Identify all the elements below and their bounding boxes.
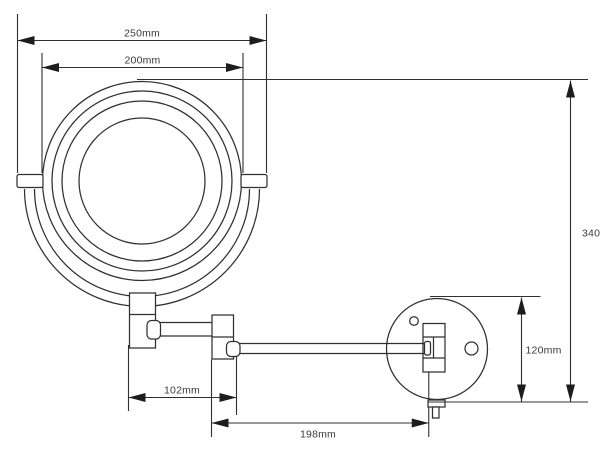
pivot-block-left (16, 173, 44, 189)
inner-arm-pivot-cap (146, 319, 162, 340)
dim-250-right-arrowhead (249, 36, 267, 45)
mirror-glass-circle (78, 117, 206, 245)
pull-switch (427, 399, 446, 419)
dim-120-bottom-arrowhead (517, 384, 526, 402)
dim-200-label: 200mm (124, 55, 160, 67)
dimension-200mm: 200mm (41, 53, 244, 173)
mirror-rim-circle (51, 90, 233, 272)
dim-250-left-arrowhead (17, 36, 35, 45)
swivel-arm-assembly (128, 292, 489, 401)
dimension-340: 340 (428, 80, 600, 403)
dim-198-label: 198mm (300, 429, 336, 441)
dim-200-left-arrowhead (42, 63, 59, 72)
pivot-block-right (240, 173, 268, 189)
yoke-outer-arc (23, 188, 261, 308)
dimension-198mm: 198mm (210, 359, 429, 441)
mounting-hole-large (464, 341, 479, 356)
dimension-250mm: 250mm (16, 14, 268, 173)
dim-102-right-arrowhead (219, 393, 237, 402)
dim-120-label: 120mm (526, 345, 562, 357)
dim-340-bottom-arrowhead (566, 384, 575, 402)
mirror-bezel-circle (61, 100, 223, 262)
mirror-outer-frame-circle (41, 80, 243, 282)
dim-200-right-arrowhead (226, 63, 243, 72)
dim-102-label: 102mm (164, 385, 200, 397)
dim-120-top-arrowhead (517, 297, 526, 315)
dim-250-label: 250mm (124, 28, 160, 40)
outer-arm-pivot-cap (225, 340, 241, 358)
dim-340-label: 340 (582, 228, 600, 240)
dimension-120mm: 120mm (430, 295, 562, 402)
dim-340-top-arrowhead (566, 80, 575, 98)
dim-198-left-arrowhead (211, 418, 229, 428)
dim-102-left-arrowhead (128, 393, 146, 402)
dim-198-right-arrowhead (411, 418, 429, 428)
outer-arm-wall-cap (423, 340, 432, 356)
pull-switch-stem (431, 406, 440, 419)
mirror-head (16, 80, 268, 308)
dimension-102mm: 102mm (127, 345, 238, 415)
pull-switch-cap (427, 399, 446, 408)
mounting-hole-small (409, 316, 419, 326)
